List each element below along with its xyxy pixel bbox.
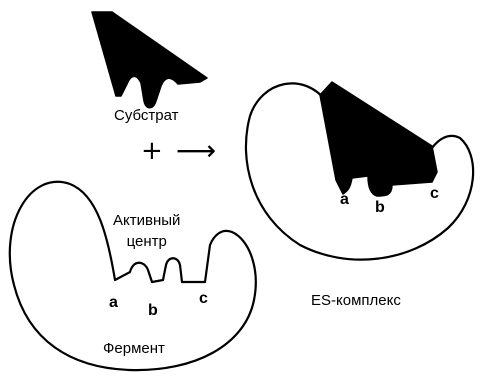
es-complex-substrate-shape bbox=[320, 82, 437, 196]
substrate-shape bbox=[92, 12, 207, 108]
complex-site-b: b bbox=[375, 199, 385, 217]
enzyme-site-a: a bbox=[109, 294, 118, 312]
substrate-label: Субстрат bbox=[114, 107, 179, 125]
plus-sign: + bbox=[141, 137, 163, 165]
complex-site-a: a bbox=[340, 191, 349, 209]
enzyme-label: Фермент bbox=[103, 340, 165, 358]
active-center-label-line1: Активный bbox=[113, 210, 180, 231]
enzyme-site-c: c bbox=[199, 290, 208, 308]
enzyme-site-b: b bbox=[148, 302, 158, 320]
es-complex-label: ES-комплекс bbox=[311, 292, 401, 310]
reaction-arrow: ⟶ bbox=[176, 137, 216, 165]
active-center-label-line2: центр bbox=[113, 231, 180, 252]
active-center-label: Активный центр bbox=[113, 210, 180, 252]
complex-site-c: c bbox=[430, 185, 439, 203]
